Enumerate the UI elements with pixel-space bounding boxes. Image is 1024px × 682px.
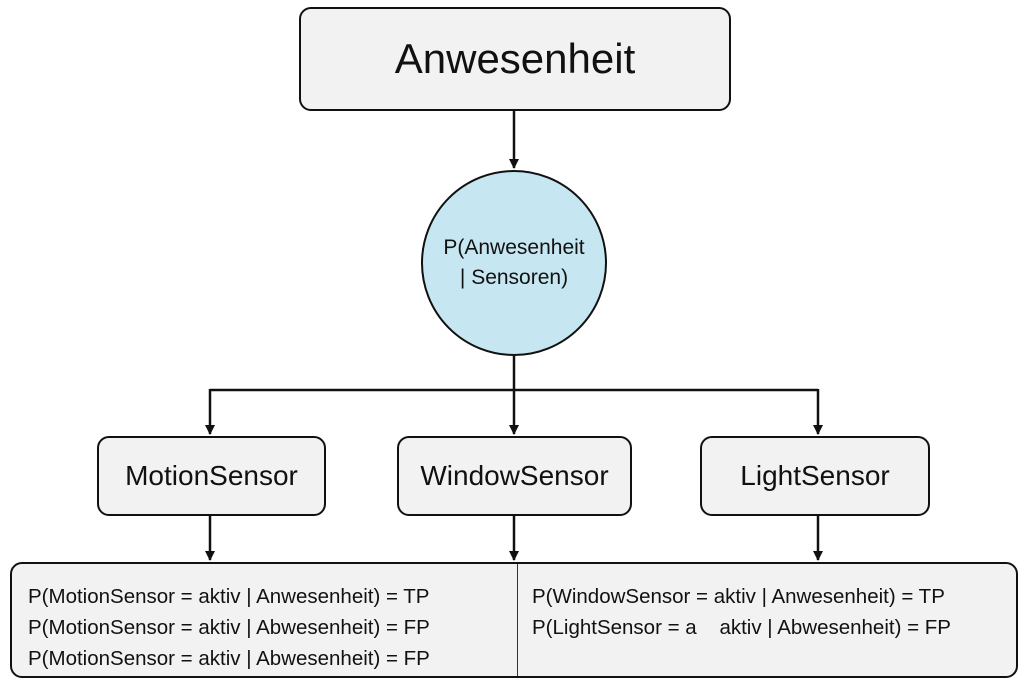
sensor-node-label: MotionSensor bbox=[125, 460, 298, 491]
root-node-anwesenheit: Anwesenheit bbox=[299, 7, 731, 111]
cpt-row: P(WindowSensor = aktiv | Anwesenheit) = … bbox=[532, 585, 945, 608]
sensor-node-window: WindowSensor bbox=[397, 436, 632, 516]
cpt-row: P(MotionSensor = aktiv | Anwesenheit) = … bbox=[28, 585, 430, 608]
root-node-label: Anwesenheit bbox=[394, 35, 636, 82]
posterior-label-line2: | Sensoren) bbox=[459, 266, 569, 289]
cpt-right-column: P(WindowSensor = aktiv | Anwesenheit) = … bbox=[518, 564, 1016, 676]
cpt-row: P(MotionSensor = aktiv | Abwesenheit) = … bbox=[28, 616, 430, 639]
cpt-row: P(LightSensor = a aktiv | Abwesenheit) =… bbox=[532, 616, 951, 639]
posterior-node: P(Anwesenheit | Sensoren) bbox=[421, 170, 607, 356]
cpt-left-column: P(MotionSensor = aktiv | Anwesenheit) = … bbox=[12, 564, 518, 676]
sensor-node-light: LightSensor bbox=[700, 436, 930, 516]
sensor-node-label: LightSensor bbox=[740, 460, 890, 491]
posterior-label-line1: P(Anwesenheit bbox=[443, 235, 585, 259]
cpt-row: P(MotionSensor = aktiv | Abwesenheit) = … bbox=[28, 647, 430, 670]
sensor-node-motion: MotionSensor bbox=[97, 436, 326, 516]
sensor-node-label: WindowSensor bbox=[420, 460, 609, 491]
conditional-probability-table: P(MotionSensor = aktiv | Anwesenheit) = … bbox=[10, 562, 1018, 678]
